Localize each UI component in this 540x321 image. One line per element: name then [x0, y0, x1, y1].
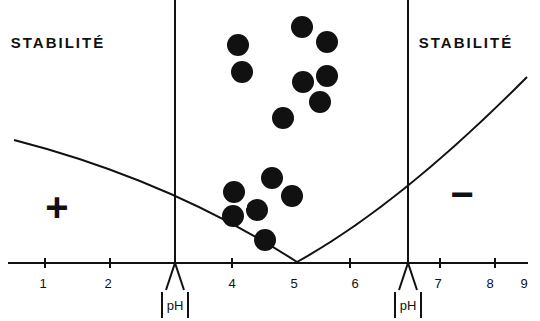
axis-number: 2: [104, 277, 111, 290]
charge-sign: −: [450, 174, 473, 214]
stability-curve: [14, 140, 297, 262]
charge-sign: +: [45, 187, 68, 227]
limit-line: [174, 0, 176, 263]
ph-bracket: [395, 263, 421, 318]
region-title: STABILITÉ: [11, 35, 105, 50]
ph-label: pH: [167, 299, 184, 312]
region-title: STABILITÉ: [419, 35, 513, 50]
limit-line: [407, 0, 409, 263]
ph-label: pH: [400, 299, 417, 312]
axis-number: 7: [434, 277, 441, 290]
axis-ticks: [45, 258, 495, 268]
axis-number: 1: [39, 277, 46, 290]
axis-number: 5: [290, 277, 297, 290]
axis-number: 4: [228, 277, 235, 290]
axis-number: 9: [520, 277, 527, 290]
axis-number: 6: [351, 277, 358, 290]
axis-number: 8: [486, 277, 493, 290]
ph-axis: [8, 262, 528, 264]
ph-bracket: [162, 263, 188, 318]
stability-curve: [297, 77, 527, 262]
particle-clusters: [222, 16, 338, 251]
